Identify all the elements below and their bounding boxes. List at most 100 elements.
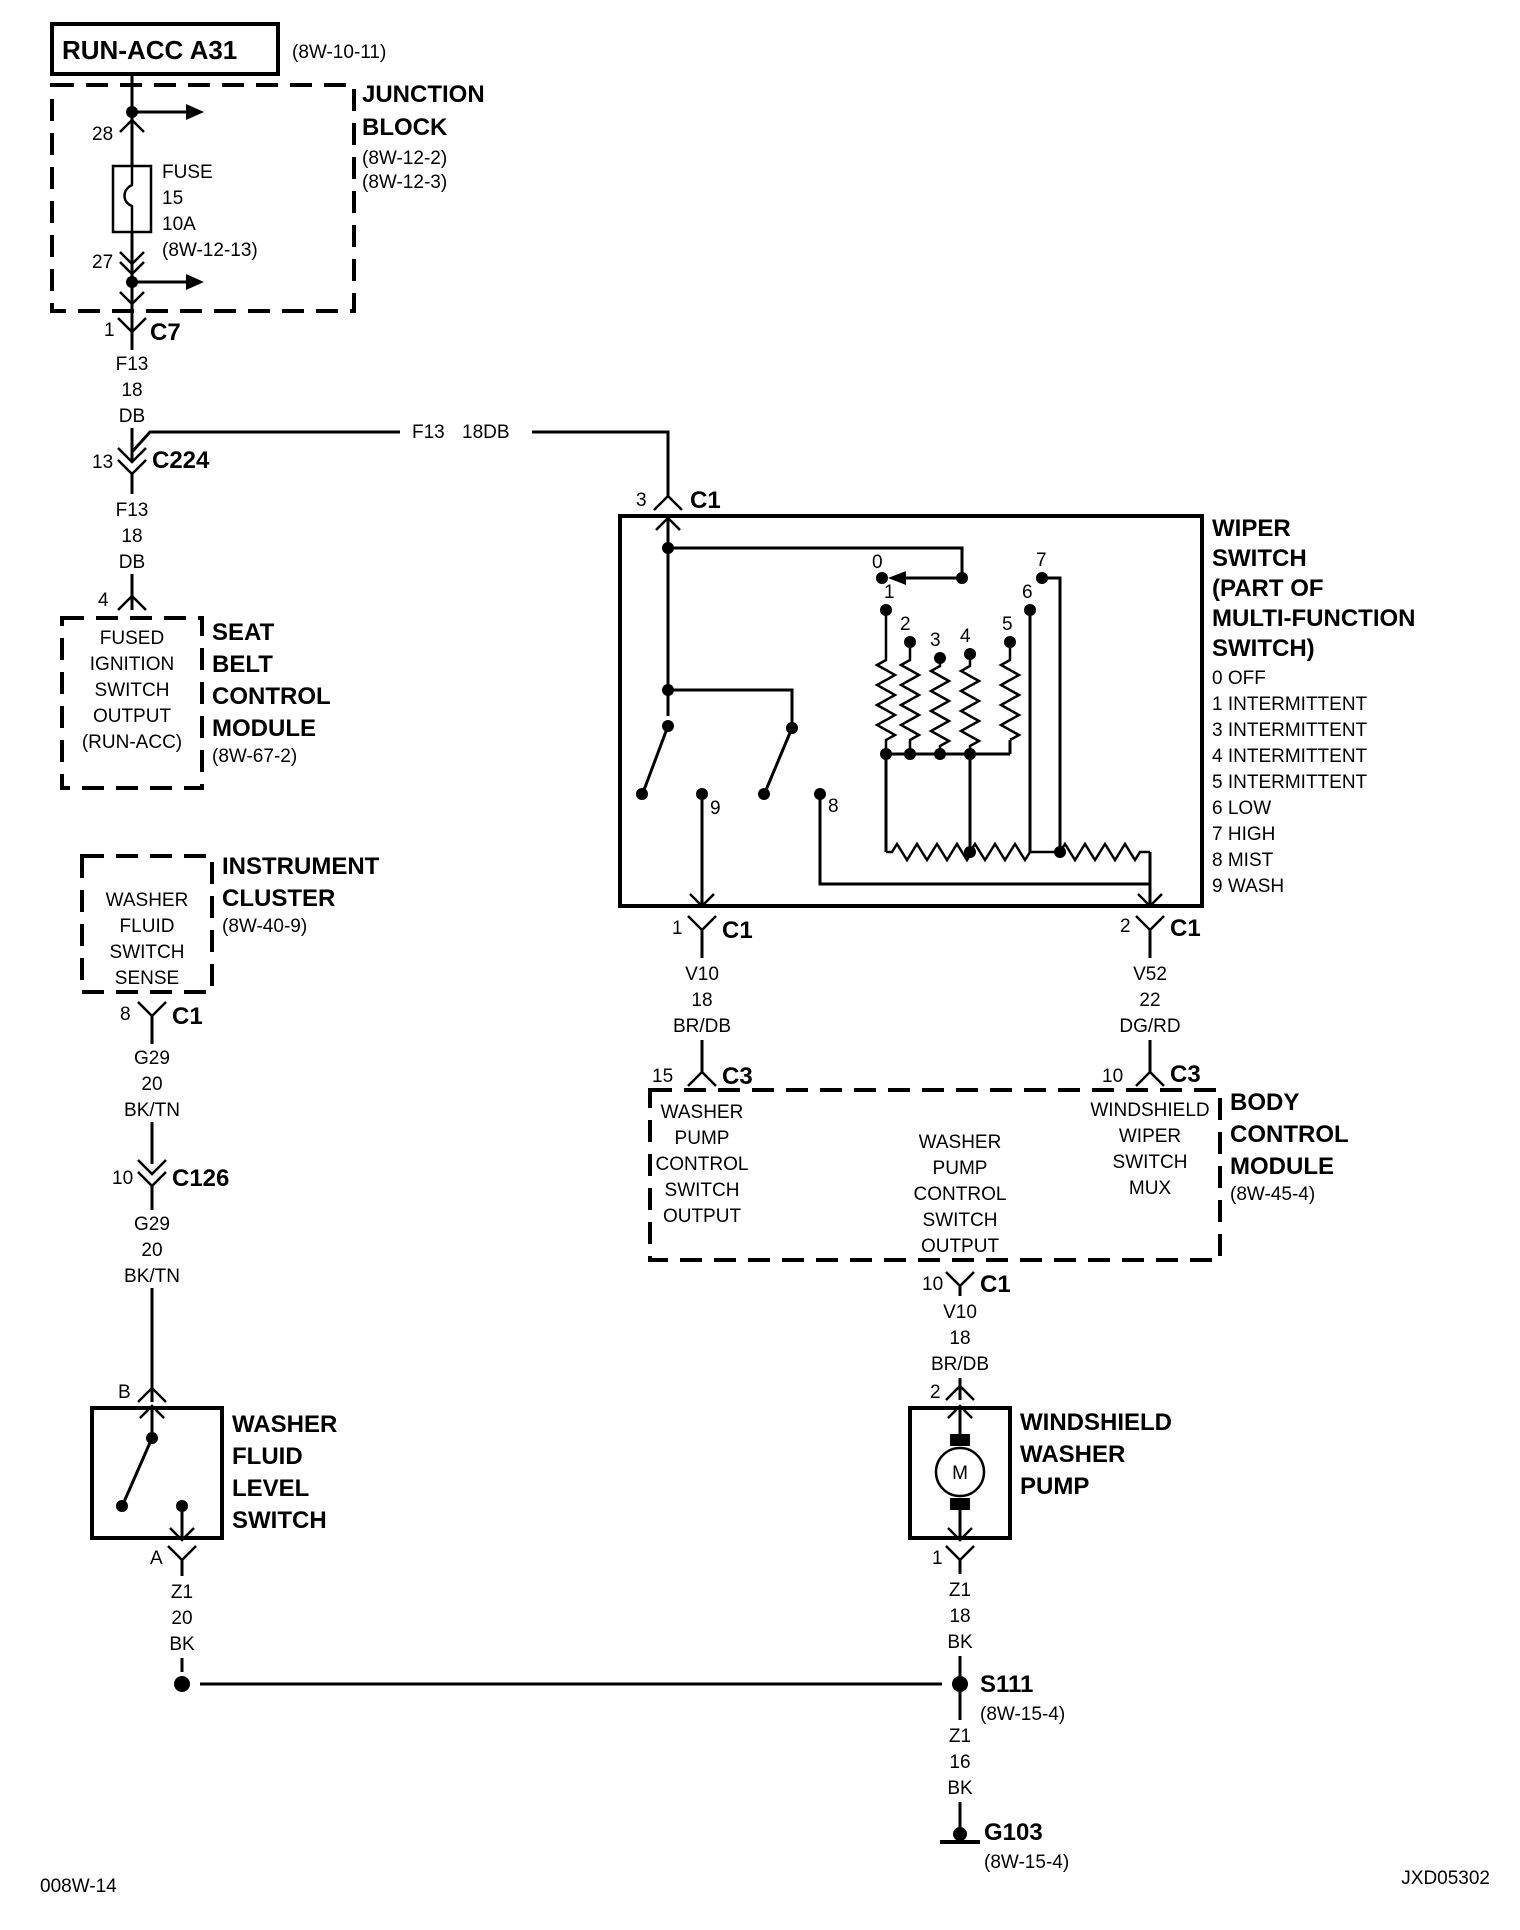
wiper-mode-legend: 0 OFF 1 INTERMITTENT 3 INTERMITTENT 4 IN… — [1212, 668, 1368, 897]
wiper-switch-legend-8-label: 9 WASH — [1212, 876, 1284, 897]
wire-g29-a-c-label: G29 — [134, 1048, 170, 1069]
splice-s111: S111 (8W-15-4) — [980, 1671, 1065, 1725]
wiper-switch-legend-1-label: 1 INTERMITTENT — [1212, 694, 1368, 715]
wire-f13-label-2: F13 18 DB — [116, 500, 149, 573]
wire-v52-label: V52 22 DG/RD — [1119, 964, 1180, 1037]
wire-f13-b-c-label: F13 — [116, 500, 149, 521]
fuse-number: 15 — [162, 188, 183, 209]
washer-pump-name-0-label: WINDSHIELD — [1020, 1409, 1172, 1436]
wire-z1-c-col-label: BK — [947, 1778, 973, 1799]
bcm-mid-inner-3-label: SWITCH — [923, 1210, 998, 1231]
bcm-c3-left: 15 C3 — [652, 1063, 753, 1090]
wire-z1-a-g-label: 20 — [171, 1608, 192, 1629]
wiper-switch-legend-6-label: 7 HIGH — [1212, 824, 1275, 845]
wire-v52-g-label: 22 — [1139, 990, 1160, 1011]
instrument-cluster-inner-3-label: SENSE — [115, 968, 179, 989]
bcm-c3-right: 10 C3 — [1102, 1061, 1201, 1088]
bcm-c3-right-pin-label: 10 — [1102, 1066, 1123, 1087]
c126-name-label: C126 — [172, 1165, 229, 1192]
wiper-switch-name-4-label: SWITCH) — [1212, 635, 1315, 662]
wiper-switch-legend-4-label: 5 INTERMITTENT — [1212, 772, 1368, 793]
seat-belt-inner-2-label: SWITCH — [95, 680, 170, 701]
junction-block-ref: (8W-12-2) — [362, 148, 447, 169]
wire-f13-branch-gauge: 18DB — [462, 422, 510, 443]
footer-left-code: 008W-14 — [40, 1876, 117, 1897]
bcm-mid-inner-0-label: WASHER — [919, 1132, 1002, 1153]
washer-pump-pin-top-label: 2 — [930, 1382, 941, 1403]
bcm-left-inner-3-label: SWITCH — [665, 1180, 740, 1201]
fuse-icon — [111, 164, 153, 234]
junction-block-ref-2: (8W-12-3) — [362, 172, 447, 193]
g103-ref-label: (8W-15-4) — [984, 1852, 1069, 1873]
wiper-switch-positions-6-label: 6 — [1022, 582, 1033, 603]
wiper-switch-legend-0-label: 0 OFF — [1212, 668, 1266, 689]
wire-z1-c-g-label: 16 — [949, 1752, 970, 1773]
motor-icon: M — [934, 1446, 986, 1498]
wire-f13-a-c-label: F13 — [116, 354, 149, 375]
seat-belt-name-1-label: BELT — [212, 651, 273, 678]
seat-belt-name-0-label: SEAT — [212, 619, 275, 646]
seat-belt-name-3-label: MODULE — [212, 715, 316, 742]
wiper-switch-name-3-label: MULTI-FUNCTION — [1212, 605, 1416, 632]
wire-f13-a-col-label: DB — [119, 406, 145, 427]
washer-fluid-level-switch: B WASHER FLUID LEVEL SWITCH A — [90, 1382, 337, 1569]
run-acc-a31: RUN-ACC A31 (8W-10-11) — [50, 22, 386, 76]
c126-pin-label: 10 — [112, 1168, 133, 1189]
wire-z1-c-c-label: Z1 — [949, 1726, 971, 1747]
washer-fluid-level-name-1-label: FLUID — [232, 1443, 303, 1470]
instrument-cluster-name-2-label: CLUSTER — [222, 885, 335, 912]
wiper-switch-name-1-label: SWITCH — [1212, 545, 1307, 572]
instrument-cluster-pin-label: 8 — [120, 1004, 131, 1025]
wiper-switch-positions-5-label: 5 — [1002, 614, 1013, 635]
wire-z1-b-g-label: 18 — [949, 1606, 970, 1627]
bcm-c3-right-label: C3 — [1170, 1061, 1201, 1088]
c224-name: C224 — [152, 447, 210, 474]
wire-g29-a-col-label: BK/TN — [124, 1100, 180, 1121]
ground-g103: G103 (8W-15-4) — [940, 1819, 1069, 1873]
instrument-cluster-inner-1-label: FLUID — [120, 916, 175, 937]
run-acc-title: RUN-ACC A31 — [62, 35, 237, 65]
wiper-switch-legend-7-label: 8 MIST — [1212, 850, 1274, 871]
instrument-cluster-conn-label: C1 — [172, 1003, 203, 1030]
wire-g29-label-2: G29 20 BK/TN — [124, 1214, 180, 1287]
junction-block: JUNCTION BLOCK (8W-12-2) (8W-12-3) 28 FU… — [50, 74, 485, 330]
wire-z1-b-c-label: Z1 — [949, 1580, 971, 1601]
wiper-switch-name-2-label: (PART OF — [1212, 575, 1324, 602]
instrument-cluster-name-1-label: INSTRUMENT — [222, 853, 380, 880]
junction-block-name-2: BLOCK — [362, 114, 448, 141]
wire-v10-a-col-label: BR/DB — [673, 1016, 731, 1037]
fuse-pin-28: 28 — [92, 124, 113, 145]
seat-belt-name-2-label: CONTROL — [212, 683, 331, 710]
bcm-left-inner-4-label: OUTPUT — [663, 1206, 742, 1227]
switch-contact-icon — [122, 1437, 154, 1503]
seat-belt-inner-4-label: (RUN-ACC) — [82, 732, 182, 753]
bcm-c1-pin-label: 10 — [922, 1274, 943, 1295]
wire-v10-label-2: V10 18 BR/DB — [931, 1302, 989, 1375]
wire-z1-label-2: Z1 18 BK — [947, 1580, 973, 1653]
instrument-cluster: WASHER FLUID SWITCH SENSE INSTRUMENT CLU… — [80, 853, 380, 994]
wire-v10-a-g-label: 18 — [691, 990, 712, 1011]
bcm-c3-left-pin-label: 15 — [652, 1066, 673, 1087]
wire-v10-a-c-label: V10 — [685, 964, 719, 985]
wiper-switch-c1-right-label: C1 — [1170, 915, 1201, 942]
wire-g29-b-g-label: 20 — [141, 1240, 162, 1261]
instrument-cluster-inner-0-label: WASHER — [106, 890, 189, 911]
wire-f13-b-g-label: 18 — [121, 526, 142, 547]
wire-z1-label-1: Z1 20 BK — [169, 1582, 195, 1655]
instrument-cluster-inner-2-label: SWITCH — [110, 942, 185, 963]
instrument-cluster-ref-label: (8W-40-9) — [222, 916, 307, 937]
wiper-switch-c1-left: 1 C1 — [672, 915, 753, 944]
speed-resistor-icon — [886, 841, 1150, 863]
wiper-switch-c1-left-pin-label: 1 — [672, 918, 683, 939]
splice-s111-dot — [952, 1676, 968, 1692]
wire-g29-a-g-label: 20 — [141, 1074, 162, 1095]
body-control-module: WASHER PUMP CONTROL SWITCH OUTPUT WASHER… — [648, 1088, 1349, 1262]
seat-belt-inner-0-label: FUSED — [100, 628, 164, 649]
wiper-switch-legend-2-label: 3 INTERMITTENT — [1212, 720, 1368, 741]
wiper-switch: WIPER SWITCH (PART OF MULTI-FUNCTION SWI… — [618, 514, 1416, 908]
windshield-washer-pump: 2 M WINDSHIELD WASHER PUMP 1 — [908, 1382, 1172, 1569]
wire-f13-b-col-label: DB — [119, 552, 145, 573]
seat-belt-control-module: 4 FUSED IGNITION SWITCH OUTPUT (RUN-ACC)… — [60, 590, 331, 790]
seat-belt-ref-label: (8W-67-2) — [212, 746, 297, 767]
bcm-right-inner-3-label: MUX — [1129, 1178, 1172, 1199]
